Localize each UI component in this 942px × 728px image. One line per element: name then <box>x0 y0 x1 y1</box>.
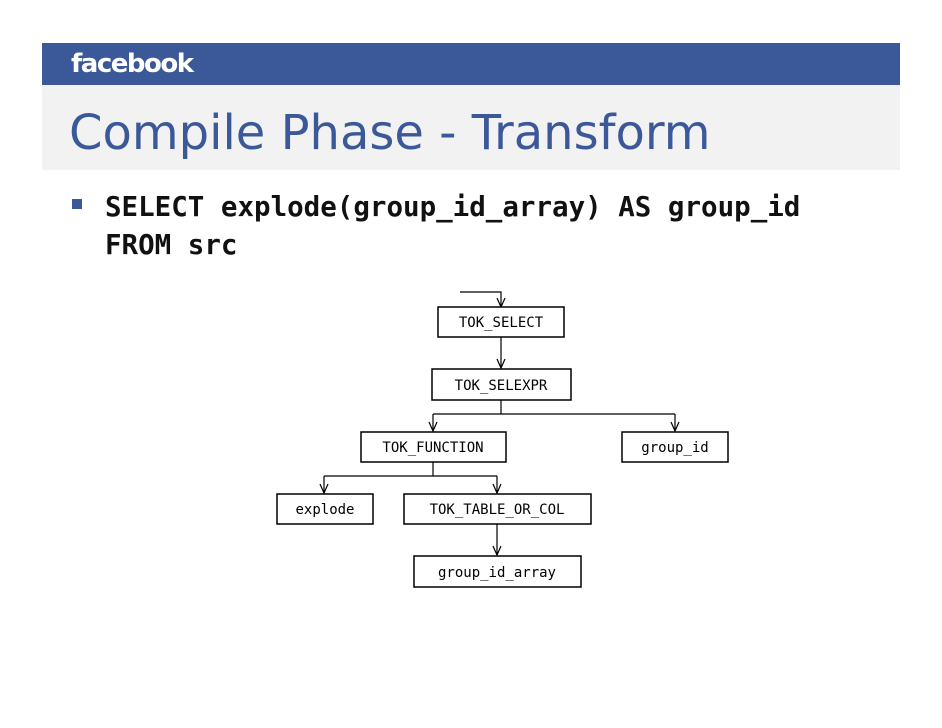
arrowhead-selexpr-function <box>428 421 438 433</box>
arrowhead-select-selexpr <box>496 358 506 370</box>
node-tok-function: TOK_FUNCTION <box>360 431 507 463</box>
node-group-id: group_id <box>621 431 729 463</box>
node-group-id-array: group_id_array <box>413 555 582 588</box>
facebook-logo: facebook <box>71 49 194 79</box>
facebook-banner: facebook <box>42 43 900 85</box>
arrowhead-function-explode <box>319 483 329 495</box>
entry-edge <box>460 291 502 306</box>
arrowhead-function-tablecol <box>492 483 502 495</box>
node-label-group-id: group_id <box>641 440 708 456</box>
node-tok-table-or-col: TOK_TABLE_OR_COL <box>403 493 592 525</box>
node-tok-selexpr: TOK_SELEXPR <box>431 368 572 401</box>
node-explode: explode <box>276 493 374 525</box>
arrowhead-selexpr-groupid <box>670 421 680 433</box>
bullet-marker <box>72 199 82 209</box>
title-band: Compile Phase - Transform <box>42 85 900 170</box>
node-label-explode: explode <box>295 502 354 518</box>
node-label-tok-function: TOK_FUNCTION <box>382 440 483 456</box>
node-label-tok-selexpr: TOK_SELEXPR <box>455 378 548 394</box>
arrowhead-tablecol-array <box>492 545 502 557</box>
slide-title: Compile Phase - Transform <box>69 105 711 161</box>
node-label-group-id-array: group_id_array <box>438 565 556 581</box>
bullet-text: SELECT explode(group_id_array) AS group_… <box>105 191 801 261</box>
node-label-tok-table-or-col: TOK_TABLE_OR_COL <box>430 502 565 518</box>
node-tok-select: TOK_SELECT <box>437 306 565 338</box>
node-label-tok-select: TOK_SELECT <box>459 315 544 331</box>
